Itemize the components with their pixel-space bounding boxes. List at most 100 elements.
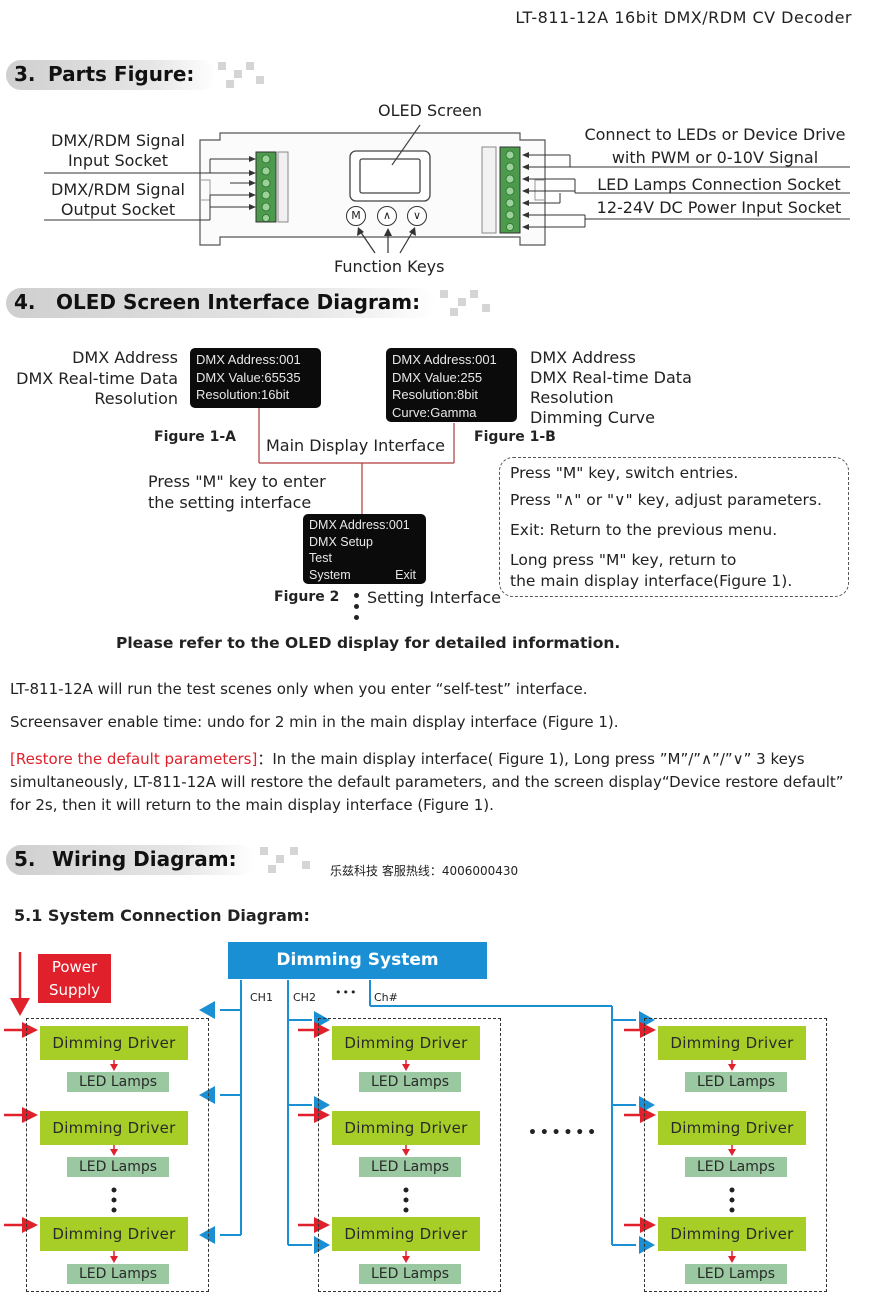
oled-line: DMX Value:65535 xyxy=(196,369,301,385)
oled-line: System xyxy=(309,567,351,582)
oled-line: Curve:Gamma xyxy=(392,404,477,420)
more-groups-dots: • • • • • • xyxy=(528,1125,596,1141)
led-lamps: LED Lamps xyxy=(359,1072,461,1092)
side-label: DMX Address xyxy=(530,348,636,367)
hotline-text: 乐兹科技 客服热线：4006000430 xyxy=(330,864,519,878)
press-m-label-2: the setting interface xyxy=(148,493,312,512)
led-lamps: LED Lamps xyxy=(67,1264,169,1284)
channel-dots: ••• xyxy=(335,986,358,999)
power-supply-label-2: Supply xyxy=(48,981,101,999)
section-title: Wiring Diagram: xyxy=(52,847,237,871)
power-socket-label: 12-24V DC Power Input Socket xyxy=(596,198,842,217)
driver-group-2 xyxy=(318,1018,501,1292)
led-socket-label: LED Lamps Connection Socket xyxy=(597,175,841,194)
connect-label-1: Connect to LEDs or Device Drive xyxy=(584,125,846,144)
figure-1b-label: Figure 1-B xyxy=(474,429,556,445)
m-key: M xyxy=(346,206,366,226)
input-socket-label-2: Input Socket xyxy=(67,151,169,170)
led-lamps: LED Lamps xyxy=(67,1157,169,1177)
dimming-system-box: Dimming System xyxy=(228,942,487,979)
output-socket-label-2: Output Socket xyxy=(60,200,176,219)
restore-defaults-text: ：In the main display interface( Figure 1… xyxy=(10,750,844,814)
setting-interface-label: Setting Interface xyxy=(367,588,502,607)
channel-1-label: CH1 xyxy=(250,991,273,1004)
restore-defaults-heading: [Restore the default parameters] xyxy=(10,750,258,768)
side-label: DMX Real-time Data xyxy=(530,368,692,387)
section-number: 5. xyxy=(14,847,36,871)
channel-n-label: Ch# xyxy=(374,991,398,1004)
section-title: Parts Figure: xyxy=(48,62,195,86)
up-key: ∧ xyxy=(377,206,397,226)
oled-line: Test xyxy=(309,551,332,565)
channel-2-label: CH2 xyxy=(293,991,316,1004)
paragraph-self-test: LT-811-12A will run the test scenes only… xyxy=(10,680,588,698)
menu-connector-lines xyxy=(258,408,455,514)
oled-screen-label: OLED Screen xyxy=(378,101,483,120)
dimming-driver: Dimming Driver xyxy=(40,1111,188,1145)
side-label: Dimming Curve xyxy=(530,408,655,427)
oled-line: DMX Setup xyxy=(309,534,373,549)
dimming-driver: Dimming Driver xyxy=(658,1111,806,1145)
oled-line: Exit xyxy=(395,567,416,582)
oled-line: DMX Address:001 xyxy=(196,352,301,367)
document-title: LT-811-12A 16bit DMX/RDM CV Decoder xyxy=(515,8,852,27)
figure-1a-label: Figure 1-A xyxy=(154,429,237,445)
oled-figure-1b: DMX Address:001 DMX Value:255 Resolution… xyxy=(386,348,517,422)
section-number: 4. xyxy=(14,290,36,314)
subsection-title: 5.1 System Connection Diagram: xyxy=(14,906,310,925)
dimming-driver: Dimming Driver xyxy=(658,1217,806,1251)
oled-line: Resolution:8bit xyxy=(392,387,478,402)
fig1a-side-labels: DMX Address DMX Real-time Data Resolutio… xyxy=(16,348,178,410)
oled-line: DMX Address:001 xyxy=(392,352,497,367)
side-label: Resolution xyxy=(530,388,614,407)
oled-line: DMX Address:001 xyxy=(309,518,410,532)
oled-line: DMX Value:255 xyxy=(392,369,483,385)
led-lamps: LED Lamps xyxy=(359,1264,461,1284)
down-key: ∨ xyxy=(407,206,427,226)
section-4-heading: 4. OLED Screen Interface Diagram: xyxy=(6,288,496,318)
oled-figure-1a: DMX Address:001 DMX Value:65535 Resoluti… xyxy=(190,348,321,408)
main-display-label: Main Display Interface xyxy=(266,436,445,455)
oled-line: Resolution:16bit xyxy=(196,387,290,402)
dimming-driver: Dimming Driver xyxy=(332,1111,480,1145)
oled-note: Please refer to the OLED display for det… xyxy=(116,634,621,652)
led-lamps: LED Lamps xyxy=(685,1072,787,1092)
side-label: DMX Real-time Data xyxy=(16,368,178,388)
power-supply-label-1: Power xyxy=(51,958,98,976)
help-line: the main display interface(Figure 1). xyxy=(510,572,793,590)
led-lamps: LED Lamps xyxy=(685,1264,787,1284)
dimming-driver: Dimming Driver xyxy=(40,1217,188,1251)
led-lamps: LED Lamps xyxy=(359,1157,461,1177)
output-socket-label-1: DMX/RDM Signal xyxy=(51,180,185,199)
help-line: Long press "M" key, return to xyxy=(510,551,737,569)
device-drawing xyxy=(44,124,850,254)
figure-2-label: Figure 2 xyxy=(274,589,340,605)
help-line: Exit: Return to the previous menu. xyxy=(510,521,778,539)
oled-figure-2: DMX Address:001 DMX Setup Test System Ex… xyxy=(303,514,426,584)
paragraph-restore: [Restore the default parameters]：In the … xyxy=(10,748,860,817)
help-line: Press "∧" or "∨" key, adjust parameters. xyxy=(510,491,822,509)
dimming-driver: Dimming Driver xyxy=(658,1026,806,1060)
section-title: OLED Screen Interface Diagram: xyxy=(56,290,421,314)
input-socket-label-1: DMX/RDM Signal xyxy=(51,131,185,150)
connect-label-2: with PWM or 0-10V Signal xyxy=(611,148,819,167)
vertical-dots-icon xyxy=(354,593,360,620)
section-number: 3. xyxy=(14,62,36,86)
led-lamps: LED Lamps xyxy=(67,1072,169,1092)
power-supply-box: Power Supply xyxy=(38,954,111,1003)
section-5-heading: 5. Wiring Diagram: xyxy=(6,845,316,875)
side-label: DMX Address xyxy=(72,348,178,367)
driver-group-1 xyxy=(26,1018,209,1292)
paragraph-screensaver: Screensaver enable time: undo for 2 min … xyxy=(10,713,619,731)
press-m-label-1: Press "M" key to enter xyxy=(148,472,326,491)
dimming-driver: Dimming Driver xyxy=(332,1217,480,1251)
help-line: Press "M" key, switch entries. xyxy=(510,464,739,482)
section-3-heading: 3. Parts Figure: xyxy=(6,60,266,90)
dimming-driver: Dimming Driver xyxy=(40,1026,188,1060)
fig1b-side-labels: DMX Address DMX Real-time Data Resolutio… xyxy=(530,348,692,428)
wiring-lines xyxy=(4,952,736,1263)
function-keys-label: Function Keys xyxy=(334,257,445,276)
side-label: Resolution xyxy=(94,389,178,408)
led-lamps: LED Lamps xyxy=(685,1157,787,1177)
driver-group-n xyxy=(644,1018,827,1292)
